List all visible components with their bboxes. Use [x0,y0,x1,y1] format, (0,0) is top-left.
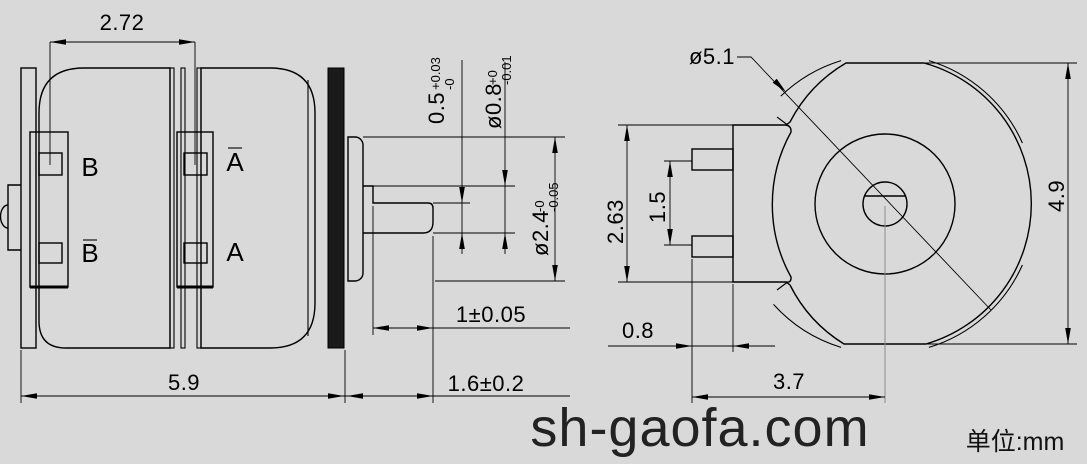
terminal-pad-b-bar [38,242,63,264]
front-dimensions: ø5.1 2.63 1.5 [603,44,1077,403]
terminal-label-b: B [81,152,98,182]
front-corner-tick-bottom [776,282,788,291]
unit-label: 单位:mm [966,428,1065,456]
terminal-label-a: A [226,237,244,267]
front-corner-tick-top [776,116,788,125]
svg-text:0.5: 0.5 [424,92,449,124]
svg-text:2.63: 2.63 [603,199,628,244]
front-outer-ring-arc-ll [773,304,842,348]
dim-block-height-label: 2.63 [603,199,628,244]
terminal-label-a-bar: A [226,147,244,177]
dim-pin-pitch-label: 1.5 [645,191,670,223]
svg-text:-0.05: -0.05 [546,182,561,212]
dim-2-72-label: 2.72 [100,10,145,35]
side-left-flange [20,67,37,349]
side-view: B B A A 2.72 [0,10,570,403]
svg-text:ø0.8: ø0.8 [481,83,506,129]
dim-center-offset-label: 3.7 [773,369,805,394]
terminal-label-b-bar: B [81,238,98,268]
svg-text:ø2.4: ø2.4 [528,210,553,256]
side-body-section1 [38,67,171,349]
side-right-flange [327,67,345,349]
dim-shaft-length-label: 1.6±0.2 [448,371,525,396]
svg-text:+0.03: +0.03 [428,57,443,90]
watermark-text: sh-gaofa.com [530,398,869,458]
terminal-pad-a-bar [183,152,208,176]
side-body-section2 [200,67,316,349]
dim-pin-length-label: 0.8 [622,318,654,343]
dim-flat-height-label: 0.5 +0.03 -0 [424,57,457,124]
front-pin-top [691,148,734,171]
terminal-pad-b [38,152,63,176]
front-can-edge [771,124,792,283]
front-pin-bottom [691,235,734,258]
side-strip-2 [180,67,186,349]
dim-outer-dia-label: ø5.1 [689,44,735,69]
front-silhouette [732,62,1033,345]
svg-text:+0: +0 [485,70,500,85]
front-view: ø5.1 2.63 1.5 [603,44,1077,403]
bottom-white-strip [0,464,1087,472]
front-outer-ring-arc-ur [928,60,1023,144]
dim-boss-dia-label: ø2.4 -0 -0.05 [528,182,561,256]
terminal-pad-a [183,242,208,264]
terminal-block-1 [29,131,69,289]
svg-text:-0: -0 [442,78,457,90]
dim-body-height-label: 4.9 [1044,180,1069,212]
front-outer-ring-arc-lr [928,264,1023,348]
side-dimensions: 2.72 0.5 +0.03 -0 [20,10,570,403]
side-shaft [363,185,434,234]
side-bearing-boss [347,136,364,282]
dim-flat-length-label: 1±0.05 [456,302,526,327]
side-left-tab [7,184,21,251]
svg-text:-0: -0 [532,200,547,212]
dim-shaft-dia-label: ø0.8 +0 -0.01 [481,55,514,129]
svg-text:4.9: 4.9 [1044,180,1069,212]
side-strip-1 [169,67,175,349]
svg-text:1.5: 1.5 [645,191,670,223]
side-left-tab-bump [0,204,9,229]
svg-text:-0.01: -0.01 [499,55,514,85]
dim-length-label: 5.9 [168,370,200,395]
